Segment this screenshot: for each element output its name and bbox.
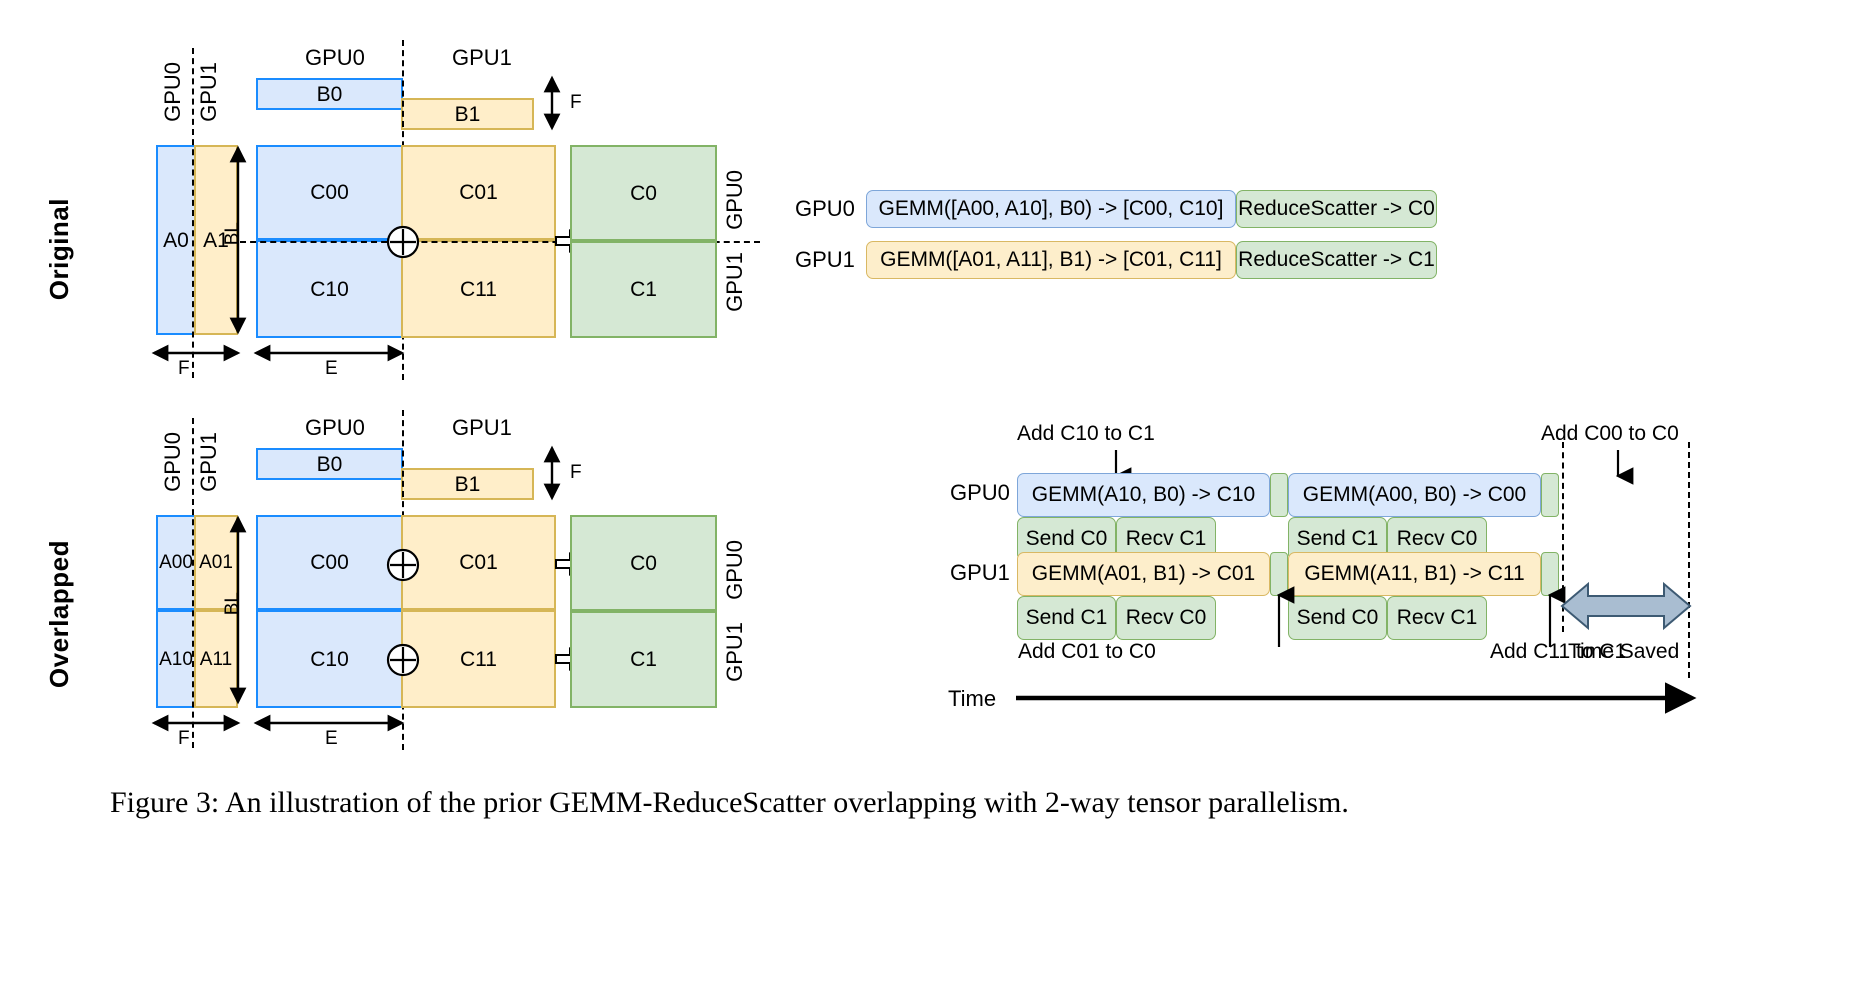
e-width-arrow-original xyxy=(253,344,405,362)
timeline-bar-gemm-a10-gpu0[interactable]: GEMM(A10, B0) -> C10 xyxy=(1017,473,1270,517)
tile-c00-overlapped: C00 xyxy=(256,515,403,610)
tile-c10-overlapped: C10 xyxy=(256,610,403,708)
tile-c0-original: C0 xyxy=(570,145,717,241)
tile-b1-original: B1 xyxy=(401,98,534,130)
tile-c1-overlapped: C1 xyxy=(570,611,717,708)
bl-height-arrow-original xyxy=(229,145,247,335)
annotation-arrow-up-left xyxy=(1276,586,1295,647)
time-axis-label: Time xyxy=(948,686,997,711)
a-col-header-gpu0-overlapped: GPU0 xyxy=(160,432,185,492)
timeline-bar-send-c1-gpu1[interactable]: Send C1 xyxy=(1017,596,1116,640)
plus-circle-icon-top-overlapped xyxy=(386,548,420,582)
timeline-rowlabel-gpu1-original: GPU1 xyxy=(795,247,855,272)
f-height-arrow-overlapped xyxy=(543,445,561,501)
annotation-add-c01-to-c0: Add C01 to C0 xyxy=(1018,640,1156,663)
annotation-arrow-down-right xyxy=(1615,450,1634,485)
tile-c0-overlapped: C0 xyxy=(570,515,717,611)
tile-c00-original: C00 xyxy=(256,145,403,240)
section-label-overlapped: Overlapped xyxy=(44,540,74,689)
timeline-bar-gemm-gpu1-original[interactable]: GEMM([A01, A11], B1) -> [C01, C11] xyxy=(866,241,1236,279)
e-width-arrow-overlapped xyxy=(253,714,405,732)
a-col-header-gpu1-original: GPU1 xyxy=(196,62,221,122)
timeline-bar-gemm-gpu0-original[interactable]: GEMM([A00, A10], B0) -> [C00, C10] xyxy=(866,190,1236,228)
figure-caption: Figure 3: An illustration of the prior G… xyxy=(110,786,1349,819)
timeline-bar-gemm-a01-gpu1[interactable]: GEMM(A01, B1) -> C01 xyxy=(1017,552,1270,596)
timeline-rowlabel-gpu0-overlapped: GPU0 xyxy=(950,480,1010,505)
tile-b0-overlapped: B0 xyxy=(256,448,403,480)
out-side-label-gpu0-original: GPU0 xyxy=(722,170,747,230)
tile-c1-original: C1 xyxy=(570,241,717,338)
tile-b1-overlapped: B1 xyxy=(401,468,534,500)
f-height-arrow-original xyxy=(543,75,561,131)
f-label-a-original: F xyxy=(178,358,190,379)
timeline-bar-gemm-a11-gpu1[interactable]: GEMM(A11, B1) -> C11 xyxy=(1288,552,1541,596)
out-side-label-gpu1-original: GPU1 xyxy=(722,252,747,312)
f-width-arrow-overlapped xyxy=(151,714,241,732)
tile-a00-overlapped: A00 xyxy=(156,515,196,610)
timeline-bar-recv-c1-gpu1[interactable]: Recv C1 xyxy=(1387,596,1487,640)
timeline-bar-add-c01-gpu1[interactable] xyxy=(1270,552,1288,596)
tile-c01-overlapped: C01 xyxy=(401,515,556,610)
bl-label-overlapped: BL xyxy=(222,592,243,616)
timeline-end-marker-original-ref xyxy=(1688,442,1690,678)
timeline-bar-add-c00-gpu0[interactable] xyxy=(1541,473,1559,517)
f-label-b-original: F xyxy=(570,92,582,113)
reduce-flow-dash-original xyxy=(240,241,760,243)
a-col-header-gpu1-overlapped: GPU1 xyxy=(196,432,221,492)
a-col-header-gpu0-original: GPU0 xyxy=(160,62,185,122)
tile-a10-overlapped: A10 xyxy=(156,610,196,708)
tile-c10-original: C10 xyxy=(256,240,403,338)
plus-circle-icon-original xyxy=(386,225,420,259)
timeline-bar-gemm-a00-gpu0[interactable]: GEMM(A00, B0) -> C00 xyxy=(1288,473,1541,517)
time-saved-arrow-icon xyxy=(1560,581,1692,631)
b-header-gpu1-original: GPU1 xyxy=(452,45,512,70)
tile-c11-overlapped: C11 xyxy=(401,610,556,708)
f-width-arrow-original xyxy=(151,344,241,362)
b-header-gpu0-original: GPU0 xyxy=(305,45,365,70)
tile-c11-original: C11 xyxy=(401,240,556,338)
out-side-label-gpu1-overlapped: GPU1 xyxy=(722,622,747,682)
annotation-arrow-down-left xyxy=(1113,450,1132,485)
b-header-gpu0-overlapped: GPU0 xyxy=(305,415,365,440)
timeline-bar-add-c11-gpu1[interactable] xyxy=(1541,552,1559,596)
time-axis-arrow xyxy=(1016,682,1697,714)
bl-height-arrow-overlapped xyxy=(229,515,247,705)
out-side-label-gpu0-overlapped: GPU0 xyxy=(722,540,747,600)
gpu-split-dash-a-original xyxy=(192,48,194,378)
e-label-overlapped: E xyxy=(325,728,338,749)
tile-a0-original: A0 xyxy=(156,145,196,335)
timeline-end-marker-overlapped xyxy=(1562,442,1564,632)
section-label-original: Original xyxy=(44,198,74,301)
timeline-bar-reducescatter-gpu1-original[interactable]: ReduceScatter -> C1 xyxy=(1236,241,1437,279)
timeline-rowlabel-gpu1-overlapped: GPU1 xyxy=(950,560,1010,585)
timeline-bar-reducescatter-gpu0-original[interactable]: ReduceScatter -> C0 xyxy=(1236,190,1437,228)
timeline-bar-recv-c0-gpu1[interactable]: Recv C0 xyxy=(1116,596,1216,640)
annotation-add-c00-to-c0: Add C00 to C0 xyxy=(1541,422,1679,445)
time-saved-label: Time Saved xyxy=(1568,640,1680,663)
timeline-bar-add-c10-gpu0[interactable] xyxy=(1270,473,1288,517)
annotation-add-c11-to-c1: Add C11 to C1 xyxy=(1490,640,1627,663)
tile-c01-original: C01 xyxy=(401,145,556,240)
plus-circle-icon-bottom-overlapped xyxy=(386,643,420,677)
gpu-split-dash-a-overlapped xyxy=(192,418,194,748)
f-label-b-overlapped: F xyxy=(570,462,582,483)
annotation-arrow-up-right xyxy=(1547,586,1566,647)
timeline-rowlabel-gpu0-original: GPU0 xyxy=(795,196,855,221)
tile-b0-original: B0 xyxy=(256,78,403,110)
f-label-a-overlapped: F xyxy=(178,728,190,749)
b-header-gpu1-overlapped: GPU1 xyxy=(452,415,512,440)
timeline-bar-send-c0-gpu1[interactable]: Send C0 xyxy=(1288,596,1387,640)
e-label-original: E xyxy=(325,358,338,379)
annotation-add-c10-to-c1: Add C10 to C1 xyxy=(1017,422,1155,445)
